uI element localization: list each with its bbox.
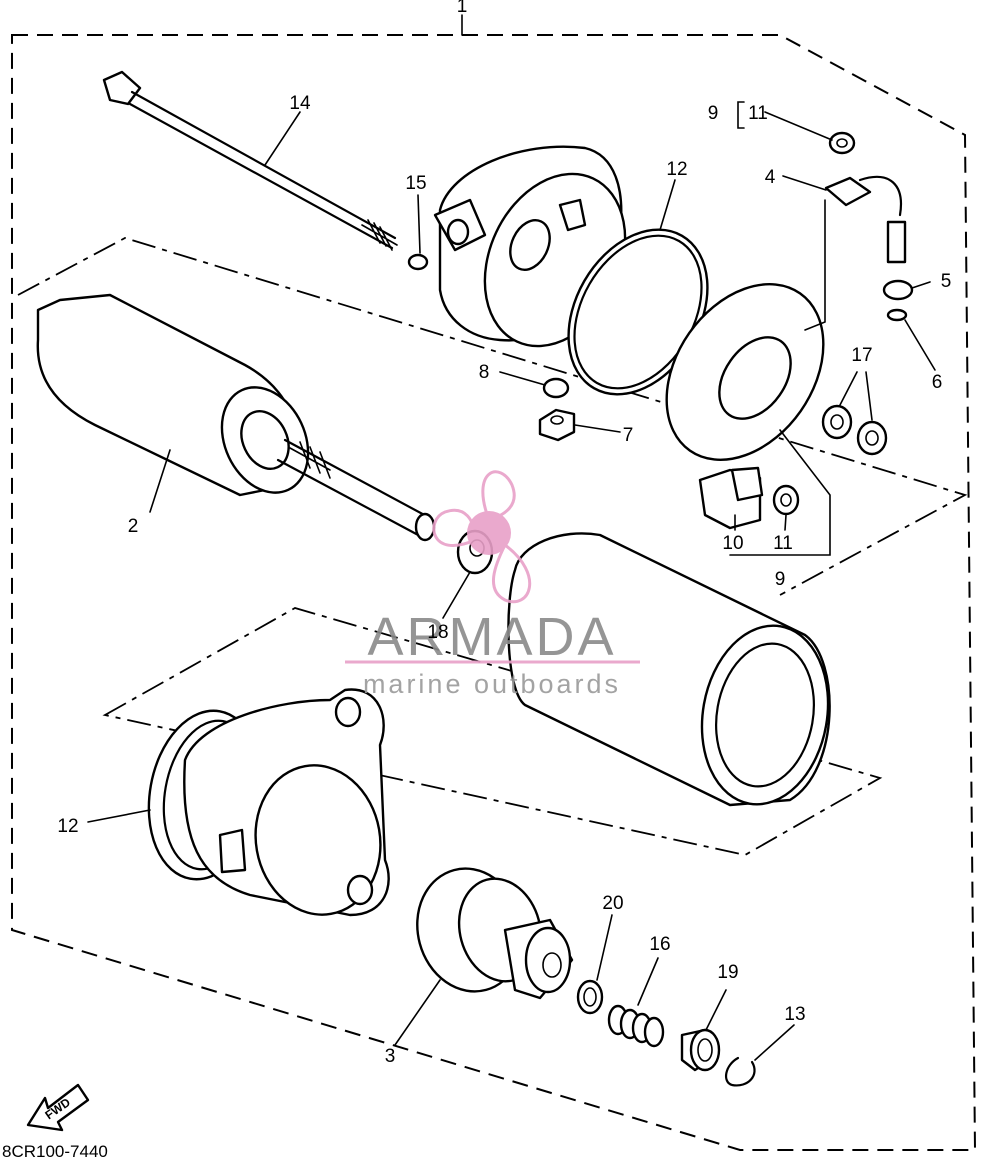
circlip-13 (724, 1056, 756, 1087)
brush-spring (772, 484, 800, 516)
propeller-logo-icon (432, 470, 532, 604)
explode-guide-upper (17, 237, 968, 596)
callout-12-top: 12 (666, 159, 687, 180)
callout-10: 10 (722, 533, 743, 554)
callout-11-top: 11 (748, 103, 768, 124)
callout-6: 6 (932, 372, 943, 393)
callout-12-bottom: 12 (57, 816, 78, 837)
callout-1: 1 (457, 0, 468, 17)
assembly-boundary (11, 14, 977, 1151)
diagram-code: 8CR100-7440 (2, 1142, 108, 1160)
rear-end-cover (433, 145, 627, 348)
callout-17: 17 (851, 345, 872, 366)
terminal-lead (824, 175, 907, 264)
small-o-ring-6 (886, 308, 908, 322)
callout-19: 19 (717, 962, 738, 983)
watermark: ARMADA marine outboards (345, 470, 640, 699)
callout-16: 16 (649, 934, 670, 955)
callout-4: 4 (765, 167, 776, 188)
spring-16 (607, 1004, 665, 1048)
yoke-housing (507, 532, 831, 807)
callout-15: 15 (405, 173, 426, 194)
front-bracket (183, 688, 390, 917)
explode-guide-lower (102, 607, 883, 856)
washers-17 (821, 404, 888, 456)
washer-20 (576, 979, 604, 1015)
fwd-arrow-icon: FWD (26, 1083, 90, 1132)
callout-2: 2 (128, 516, 139, 537)
callout-5: 5 (941, 271, 952, 292)
callout-20: 20 (602, 893, 623, 914)
callout-14: 14 (289, 93, 311, 114)
nut-8 (542, 377, 570, 399)
callout-7: 7 (623, 425, 634, 446)
brush-plate (665, 283, 825, 461)
watermark-tagline: marine outboards (363, 669, 621, 699)
callout-18: 18 (427, 622, 448, 643)
watermark-brand: ARMADA (367, 607, 616, 667)
callout-13: 13 (784, 1004, 805, 1025)
insulator-washer (882, 279, 914, 301)
callout-8: 8 (479, 362, 490, 383)
callout-labels: 1 2 3 4 5 6 7 8 9 9 10 11 11 12 12 13 14… (57, 0, 951, 1067)
callout-9-top: 9 (708, 103, 719, 124)
stopper-collar-19 (680, 1028, 721, 1072)
nut-11-top (828, 131, 856, 155)
armature (36, 293, 436, 542)
callout-9-bottom: 9 (775, 569, 786, 590)
callout-11-bottom: 11 (773, 533, 793, 554)
pinion-drive (416, 867, 574, 1000)
leader-lines (87, 101, 936, 1061)
callout-3: 3 (385, 1046, 396, 1067)
brush-holder (698, 466, 764, 530)
o-ring (407, 253, 429, 271)
through-bolt (102, 70, 398, 251)
nut-7 (538, 408, 576, 442)
